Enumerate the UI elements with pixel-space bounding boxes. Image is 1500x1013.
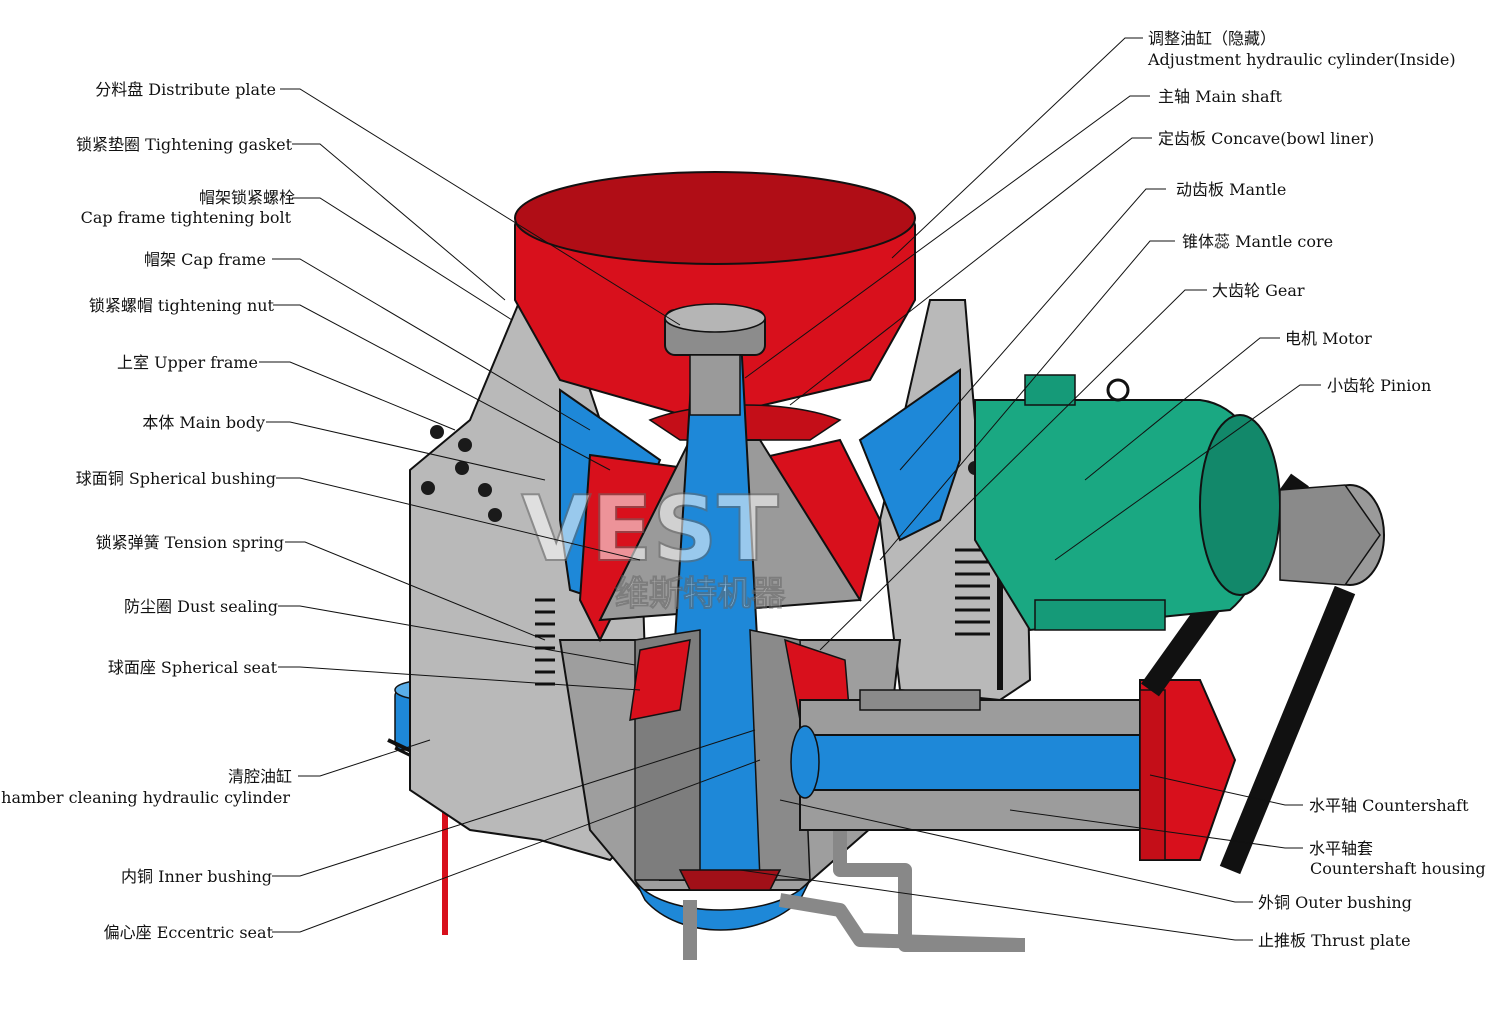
label-cap-frame-bolt-cn: 帽架锁紧螺栓 — [199, 188, 295, 207]
label-cap-frame-bolt-en: Cap frame tightening bolt — [81, 208, 292, 227]
label-inner-bushing: 内铜 Inner bushing — [121, 867, 272, 886]
labels-left: 分料盘 Distribute plate 锁紧垫圈 Tightening gas… — [0, 80, 295, 942]
label-main-shaft: 主轴 Main shaft — [1158, 87, 1282, 106]
label-spherical-bushing: 球面铜 Spherical bushing — [76, 469, 276, 488]
label-adjustment-cylinder-en: Adjustment hydraulic cylinder(Inside) — [1147, 50, 1456, 69]
labels-right: 调整油缸（隐藏） Adjustment hydraulic cylinder(I… — [1147, 29, 1486, 950]
label-tension-spring: 锁紧弹簧 Tension spring — [96, 533, 284, 552]
label-outer-bushing: 外铜 Outer bushing — [1258, 893, 1412, 912]
pulley — [1139, 679, 1237, 861]
label-countershaft-housing-en: Countershaft housing — [1310, 859, 1486, 878]
label-gear: 大齿轮 Gear — [1212, 281, 1305, 300]
label-adjustment-cylinder-cn: 调整油缸（隐藏） — [1148, 29, 1276, 48]
eccentric-assembly — [629, 629, 851, 931]
label-concave: 定齿板 Concave(bowl liner) — [1158, 129, 1374, 148]
bowl-hopper — [514, 171, 916, 422]
label-pinion: 小齿轮 Pinion — [1327, 376, 1431, 395]
label-countershaft: 水平轴 Countershaft — [1309, 796, 1469, 815]
leader-lines-right — [739, 37, 1321, 941]
label-chamber-cylinder-en: Chamber cleaning hydraulic cylinder — [0, 788, 290, 807]
oil-pipes — [683, 830, 1025, 960]
label-thrust-plate: 止推板 Thrust plate — [1258, 931, 1411, 950]
label-motor: 电机 Motor — [1285, 329, 1372, 348]
label-upper-frame: 上室 Upper frame — [117, 353, 258, 372]
label-cap-frame: 帽架 Cap frame — [144, 250, 266, 269]
label-distribute-plate: 分料盘 Distribute plate — [95, 80, 276, 99]
label-countershaft-housing-cn: 水平轴套 — [1309, 839, 1373, 858]
watermark-cn: 维斯特机器 — [615, 574, 786, 614]
leader-lines-left — [259, 88, 761, 933]
watermark-latin: VEST — [521, 477, 778, 582]
label-tightening-gasket: 锁紧垫圈 Tightening gasket — [76, 135, 293, 154]
watermark: VEST 维斯特机器 — [520, 476, 786, 615]
cone-crusher-illustration: VEST 维斯特机器 — [387, 171, 1385, 960]
label-tightening-nut: 锁紧螺帽 tightening nut — [89, 296, 275, 315]
label-dust-sealing: 防尘圈 Dust sealing — [124, 597, 278, 616]
label-eccentric-seat: 偏心座 Eccentric seat — [104, 923, 274, 942]
label-chamber-cylinder-cn: 清腔油缸 — [228, 767, 292, 786]
label-main-body: 本体 Main body — [142, 413, 265, 432]
label-mantle-core: 锥体蕊 Mantle core — [1182, 232, 1333, 251]
countershaft-assembly — [790, 689, 1216, 831]
motor — [974, 374, 1385, 632]
label-spherical-seat: 球面座 Spherical seat — [108, 658, 278, 677]
label-mantle: 动齿板 Mantle — [1176, 180, 1286, 199]
